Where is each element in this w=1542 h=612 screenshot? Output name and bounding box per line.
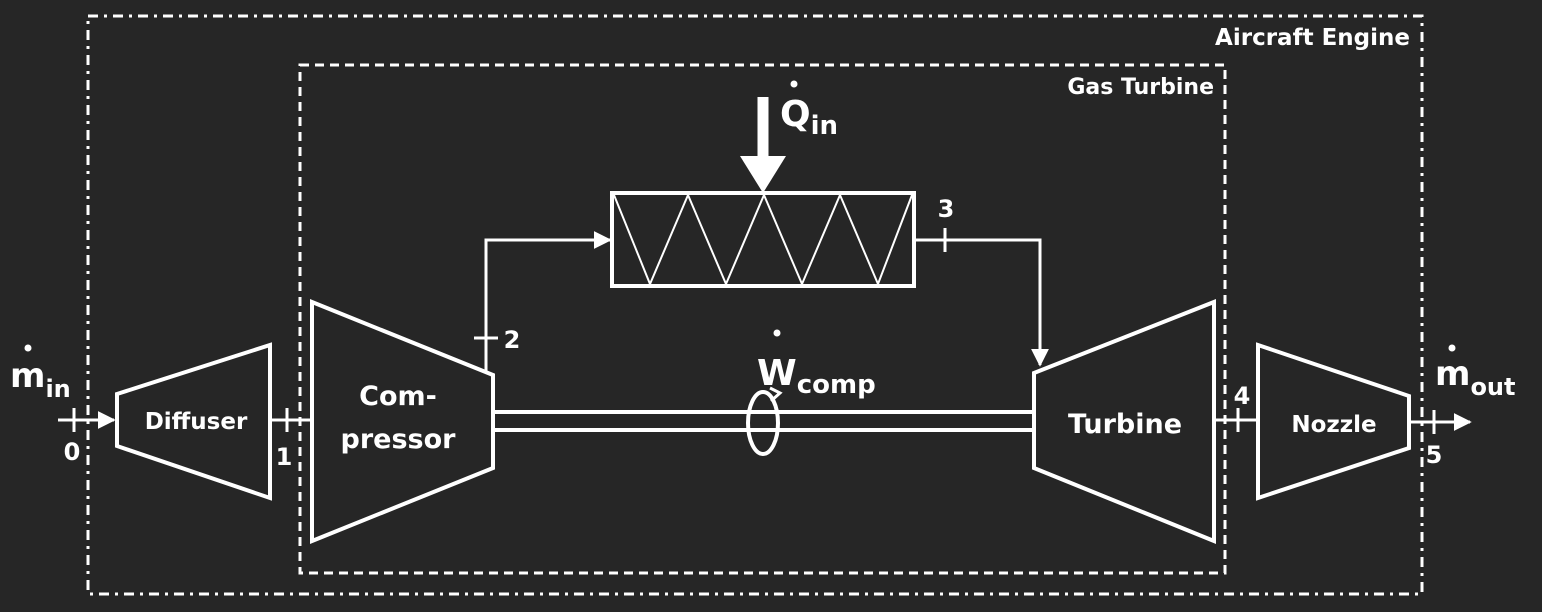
station-4-label: 4	[1234, 382, 1251, 410]
heat-in-label: Qin	[780, 94, 838, 141]
compressor-to-combustor-flow	[484, 231, 612, 372]
compressor-work-label: Wcomp	[757, 353, 876, 400]
gas-turbine-label: Gas Turbine	[1067, 75, 1214, 100]
diffuser-label: Diffuser	[145, 409, 248, 435]
aircraft-engine-boundary	[86, 14, 1424, 596]
compressor-label-line1: Com-	[359, 381, 437, 412]
turbine-label: Turbine	[1068, 409, 1182, 440]
gas-turbine-boundary	[298, 63, 1227, 575]
compressor-label-line2: pressor	[341, 424, 457, 455]
mass-flow-out-label: mout	[1435, 354, 1515, 401]
station-5-label: 5	[1426, 441, 1443, 469]
station-1-label: 1	[276, 443, 293, 471]
combustor-zigzag	[613, 192, 913, 287]
station-0-label: 0	[64, 438, 81, 466]
nozzle-label: Nozzle	[1291, 412, 1376, 438]
shaft-rotation-arrowhead	[769, 386, 783, 403]
compressor-work-dot	[773, 329, 781, 337]
mass-flow-out-dot	[1448, 344, 1456, 352]
shaft-rotation-icon	[746, 390, 780, 456]
station-3-label: 3	[938, 195, 955, 223]
combustor-to-turbine-flow	[914, 238, 1049, 367]
mass-flow-in-label: min	[10, 356, 71, 403]
compressor-shape	[310, 299, 495, 544]
station-2-label: 2	[504, 326, 521, 354]
heat-in-dot	[790, 80, 798, 88]
mass-flow-in-dot	[24, 344, 32, 352]
diffuser-shape	[115, 342, 272, 501]
heat-in-arrow-head	[740, 156, 786, 193]
nozzle-shape	[1256, 342, 1411, 501]
combustor-box	[610, 191, 916, 288]
aircraft-engine-label: Aircraft Engine	[1215, 25, 1410, 51]
turbine-shape	[1032, 299, 1216, 544]
